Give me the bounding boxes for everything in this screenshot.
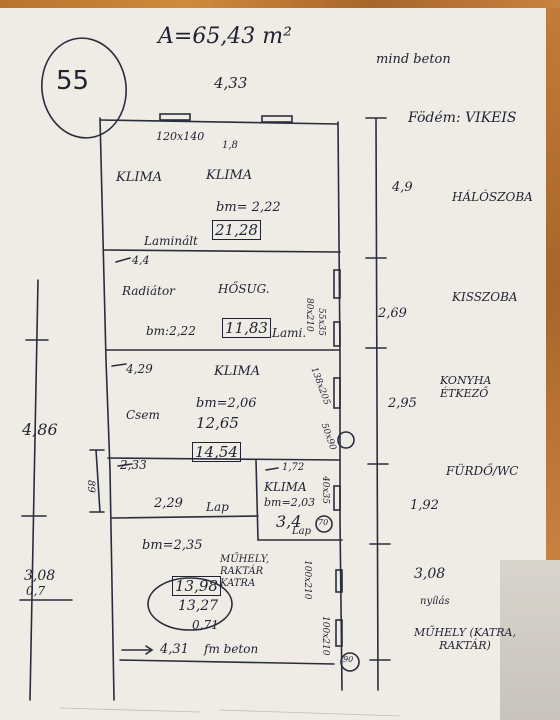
ceiling-note: Födém: VIKEIS [408,110,517,126]
furdo-right-dim: 1,92 [410,498,439,513]
muhely-floor-dim: 4,31 [160,642,189,657]
konyha-dim: 4,29 [126,362,153,376]
furdo-left-floor: Lap [206,500,229,514]
furdo-klima: KLIMA [264,480,307,494]
area-total: A=65,43 m² [158,24,292,49]
halo-right-dim: 4,9 [392,180,413,195]
muhely-door-2: 100x210 [320,616,330,656]
muhely-sub-2: 0,71 [192,618,219,632]
left-dimension-line [29,279,39,701]
window-mark-left [159,113,191,121]
left-dim-bottom: 3,08 [24,568,56,584]
konyha-floor-note: Csem [126,408,160,422]
floor-note: mind beton [376,52,451,67]
furdo-radius-mark: 70 [318,518,329,527]
outer-wall-right [337,121,343,691]
furdo-width-mark: 89 [85,480,96,493]
furdo-area: 3,4 [276,512,302,531]
konyha-dim-2: 2,33 [120,458,147,472]
halo-right-label: HÁLÓSZOBA [452,190,533,204]
door-mark-2 [333,321,341,347]
furdo-dim: 1,72 [282,462,305,473]
kisszoba-heating: Radiátor [122,284,175,298]
kisszoba-right-dim: 2,69 [378,306,407,321]
muhely-area: 13,98 [172,576,221,596]
wood-background-right [546,8,560,568]
divider-halo-kisszoba [103,249,341,253]
muhely-sub: 13,27 [178,598,219,614]
konyha-sub: 12,65 [196,414,239,432]
kisszoba-floor: Lami. [272,326,307,340]
door-mark-5 [335,569,343,593]
circle-mark-70 [315,515,333,533]
halo-bm: bm= 2,22 [216,200,281,215]
kisszoba-dim: 4,4 [132,254,150,267]
halo-klima-1: KLIMA [116,170,163,185]
furdo-bm: bm=2,03 [264,496,316,509]
circle-mark-16 [337,431,355,449]
left-dim-bottom-sub: 0,7 [26,584,46,598]
plot-number-circle [41,37,127,139]
kisszoba-door: 80x210 [304,298,314,332]
furdo-right-label: FÜRDŐ/WC [446,464,519,478]
kisszoba-right-label: KISSZOBA [452,290,518,304]
divider-lap [111,515,259,519]
muhely-right-dim: 3,08 [414,566,446,582]
muhely-right-note: nyílás [420,596,450,607]
halo-floor: Laminált [144,234,198,248]
door-mark-4 [333,485,341,511]
muhely-label: MŰHELY, RAKTÁR KATRA [220,554,270,589]
door-mark-6 [335,619,343,647]
left-dim-top: 4,86 [22,420,58,439]
kisszoba-bm: bm:2,22 [146,324,196,338]
width-note: 4,33 [214,74,248,92]
halo-window-sub: 1,8 [222,140,238,151]
kisszoba-area: 11,83 [222,318,271,338]
halo-area: 21,28 [212,220,261,240]
outer-wall-top [99,119,339,125]
konyha-right-dim: 2,95 [388,396,417,411]
konyha-right-label: KONYHA ÉTKEZŐ [440,374,492,400]
konyha-bm: bm=2,06 [196,396,257,411]
bottom-line [119,659,335,665]
muhely-radius-mark: 90 [343,655,354,664]
kisszoba-door-2: 55x35 [316,308,326,336]
muhely-floor: fm beton [204,642,259,656]
furdo-left-dim: 2,29 [154,496,183,511]
muhely-ellipse [147,577,233,631]
right-dimension-line [375,117,379,691]
outer-wall-left [99,117,115,701]
plot-number: 55 [56,66,90,96]
door-mark-1 [333,269,341,299]
wood-background [0,0,560,8]
furdo-door: 40x35 [320,476,330,504]
halo-window: 120x140 [156,130,205,143]
muhely-bm: bm=2,35 [142,538,203,553]
konyha-area: 14,54 [192,442,241,462]
konyha-klima: KLIMA [214,364,261,379]
window-mark-right [261,115,293,123]
muhely-right-label: MŰHELY (KATRA, RAKTÁR) [414,626,516,652]
halo-klima-2: KLIMA [206,168,253,183]
door-mark-3 [333,377,341,409]
circle-mark-90 [340,652,360,672]
kisszoba-heating-2: HŐSUG. [218,282,270,296]
divider-konyha-furdo [107,457,341,461]
muhely-door: 100x210 [302,560,312,600]
furdo-floor: Lap [292,526,312,537]
paper-shadow [500,560,560,720]
furdo-wall-left [255,459,259,541]
